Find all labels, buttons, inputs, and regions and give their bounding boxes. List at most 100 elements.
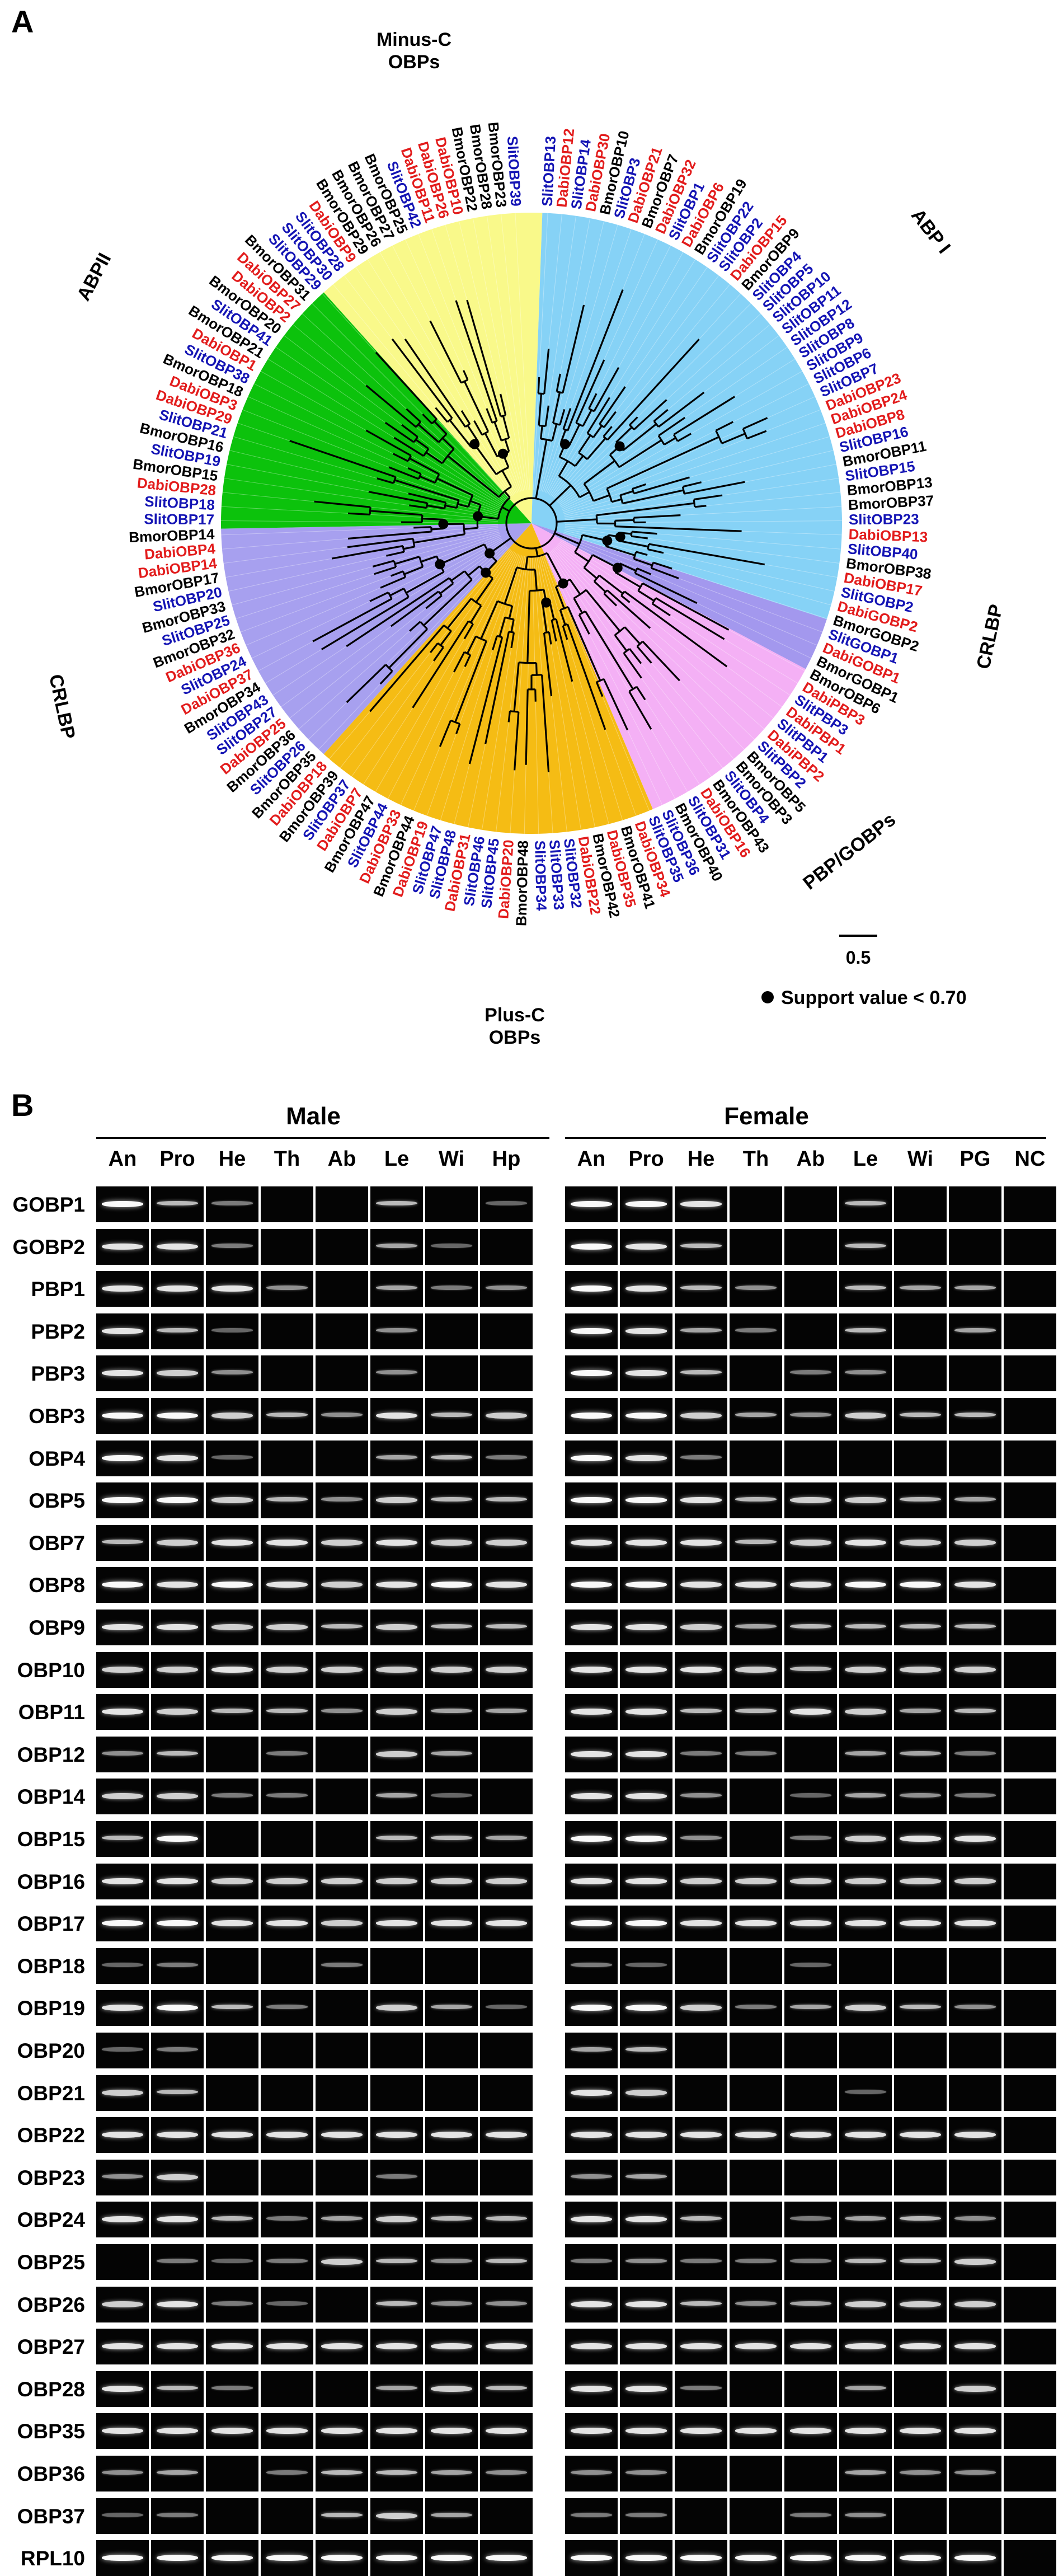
gel-band: [680, 1285, 722, 1290]
gel-lane: [675, 1271, 727, 1307]
gel-lane: [565, 1313, 618, 1349]
gel-band: [266, 1667, 308, 1673]
gel-lane: [261, 2498, 313, 2534]
gel-lane: [949, 1821, 1001, 1857]
gel-band: [571, 1709, 612, 1715]
gel-lane: [206, 2244, 258, 2280]
gel-band: [376, 1793, 417, 1798]
clade-label: ABPII: [73, 250, 115, 304]
gel-band: [954, 1582, 996, 1588]
gel-band: [900, 1497, 941, 1502]
gel-lane: [565, 1821, 618, 1857]
gel-lane: [565, 1441, 618, 1476]
gel-band: [157, 2132, 198, 2138]
leaf-label: SlitOBP17: [144, 510, 214, 528]
gel-lane: [675, 2075, 727, 2111]
gel-lane: [480, 1990, 533, 2026]
gel-lane: [480, 2456, 533, 2491]
gel-lane: [784, 2287, 837, 2322]
gel-lane: [675, 1567, 727, 1603]
gel-band: [845, 2005, 886, 2011]
gel-band: [157, 1709, 198, 1715]
gel-band: [211, 1285, 253, 1292]
clade-sectors: [221, 213, 842, 834]
gel-band: [486, 1285, 527, 1290]
gene-label: OBP18: [0, 1955, 85, 1978]
gel-band: [680, 2428, 722, 2434]
gel-lane: [784, 1864, 837, 1899]
gel-lane: [96, 1948, 149, 1984]
gel-lane: [425, 1906, 478, 1941]
gel-lane: [370, 1737, 423, 1772]
gel-band: [266, 2470, 308, 2475]
gel-lane: [151, 1694, 204, 1730]
gel-band: [571, 1963, 612, 1967]
gel-lane: [949, 1567, 1001, 1603]
gel-band: [735, 1624, 777, 1629]
gel-lane: [151, 1186, 204, 1222]
gel-band: [954, 1920, 996, 1926]
gene-label: OBP22: [0, 2124, 85, 2147]
gel-band: [680, 1624, 722, 1630]
gel-lane: [839, 1398, 892, 1434]
gel-lane: [620, 2160, 672, 2195]
gel-band: [376, 1285, 417, 1290]
tree-branch: [348, 513, 370, 514]
gel-lane: [565, 1398, 618, 1434]
gel-band: [900, 1836, 941, 1842]
gel-band: [625, 2386, 667, 2392]
gel-lane: [784, 1441, 837, 1476]
gel-lane: [730, 1652, 782, 1688]
gel-lane: [784, 2456, 837, 2491]
gel-band: [954, 1497, 996, 1502]
gel-band: [954, 2555, 996, 2561]
gel-band: [680, 1201, 722, 1207]
gel-lane: [839, 1313, 892, 1349]
gel-lane: [839, 1355, 892, 1391]
gel-band: [680, 1878, 722, 1884]
gel-band: [157, 2047, 198, 2052]
gel-lane: [425, 1821, 478, 1857]
gel-lane: [96, 2244, 149, 2280]
gel-lane: [675, 1821, 727, 1857]
gel-lane: [1004, 1567, 1056, 1603]
gel-band: [321, 1878, 363, 1884]
gel-lane: [565, 1567, 618, 1603]
gel-lane: [949, 1355, 1001, 1391]
gel-lane: [206, 2202, 258, 2237]
gel-lane: [316, 1482, 368, 1518]
gel-band: [102, 1920, 143, 1926]
gel-band: [376, 2132, 417, 2138]
gel-lane: [894, 1313, 947, 1349]
gel-lane: [565, 2075, 618, 2111]
gel-lane: [949, 2075, 1001, 2111]
gel-band: [211, 1455, 253, 1460]
gel-band: [954, 1793, 996, 1798]
gel-lane: [480, 2413, 533, 2449]
gel-lane: [151, 1482, 204, 1518]
gel-band: [735, 1878, 777, 1884]
gel-band: [680, 1497, 722, 1503]
gene-label: RPL10: [0, 2547, 85, 2570]
gel-band: [102, 1413, 143, 1419]
gel-band: [102, 1540, 143, 1544]
gel-band: [211, 1878, 253, 1884]
gene-label: OBP8: [0, 1574, 85, 1597]
support-marker: [481, 567, 491, 578]
gel-lane: [425, 2456, 478, 2491]
gel-lane: [151, 2371, 204, 2407]
gel-lane: [1004, 2287, 1056, 2322]
gel-lane: [425, 1441, 478, 1476]
gel-lane: [565, 2371, 618, 2407]
gel-lane: [730, 2413, 782, 2449]
gel-band: [571, 1920, 612, 1926]
gel-band: [321, 1920, 363, 1926]
gel-lane: [839, 1864, 892, 1899]
gel-lane: [894, 1482, 947, 1518]
gel-lane: [784, 2498, 837, 2534]
gel-band: [571, 1878, 612, 1884]
gel-lane: [316, 2498, 368, 2534]
gel-lane: [96, 2033, 149, 2068]
gel-lane: [151, 1906, 204, 1941]
gel-lane: [894, 1906, 947, 1941]
